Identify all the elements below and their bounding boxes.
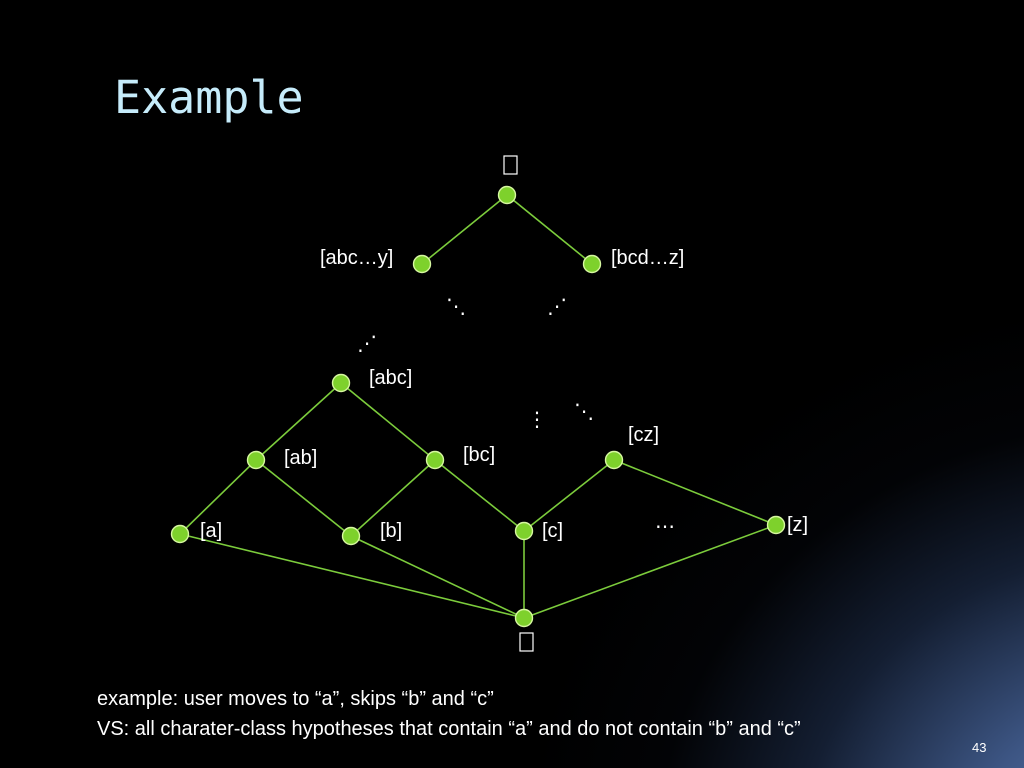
- node-bc: [425, 450, 445, 470]
- edge-b-to-bottom: [350, 535, 525, 619]
- page-number: 43: [972, 740, 987, 755]
- node-ab: [246, 450, 266, 470]
- edge-ab-to-a: [179, 459, 257, 535]
- caption: example: user moves to “a”, skips “b” an…: [97, 684, 801, 744]
- ellipsis-diag-right: ⋰: [547, 294, 567, 318]
- label-z: [z]: [787, 514, 808, 536]
- top-symbol-box-icon: [503, 155, 518, 175]
- edge-top-to-bcdz: [506, 194, 593, 265]
- node-cz: [604, 450, 624, 470]
- edge-bc-to-c: [434, 459, 525, 532]
- edge-cz-to-z: [613, 459, 777, 526]
- label-abc: [abc]: [369, 367, 412, 389]
- node-b: [341, 526, 361, 546]
- edge-ab-to-b: [255, 459, 352, 537]
- label-a: [a]: [200, 520, 222, 542]
- edge-z-to-bottom: [523, 524, 777, 619]
- edge-abc-to-bc: [340, 382, 436, 461]
- label-bcdz: [bcd…z]: [611, 247, 684, 269]
- edge-bc-to-b: [350, 459, 436, 537]
- edge-abc-to-ab: [255, 382, 342, 461]
- label-abcy: [abc…y]: [320, 247, 393, 269]
- node-c: [514, 521, 534, 541]
- ellipsis-diag-left: ⋱: [446, 294, 466, 318]
- ellipsis-diag-upper: ⋰: [357, 331, 377, 355]
- node-bcdz: [582, 254, 602, 274]
- label-bc: [bc]: [463, 444, 495, 466]
- node-abcy: [412, 254, 432, 274]
- caption-line-2: VS: all charater-class hypotheses that c…: [97, 718, 801, 740]
- node-abc: [331, 373, 351, 393]
- edge-cz-to-c: [523, 459, 615, 532]
- edge-top-to-abcy: [421, 194, 508, 265]
- ellipsis-vertical: ⋮: [527, 407, 547, 431]
- slide-title: Example: [114, 71, 304, 124]
- label-b: [b]: [380, 520, 402, 542]
- label-c: [c]: [542, 520, 563, 542]
- node-bottom: [514, 608, 534, 628]
- ellipsis-horizontal: …: [655, 509, 675, 533]
- label-cz: [cz]: [628, 424, 659, 446]
- caption-line-1: example: user moves to “a”, skips “b” an…: [97, 688, 494, 710]
- bottom-symbol-box-icon: [519, 632, 534, 652]
- label-ab: [ab]: [284, 447, 317, 469]
- node-top: [497, 185, 517, 205]
- node-z: [766, 515, 786, 535]
- node-a: [170, 524, 190, 544]
- edge-a-to-bottom: [179, 533, 525, 619]
- ellipsis-diag-mid: ⋱: [574, 399, 594, 423]
